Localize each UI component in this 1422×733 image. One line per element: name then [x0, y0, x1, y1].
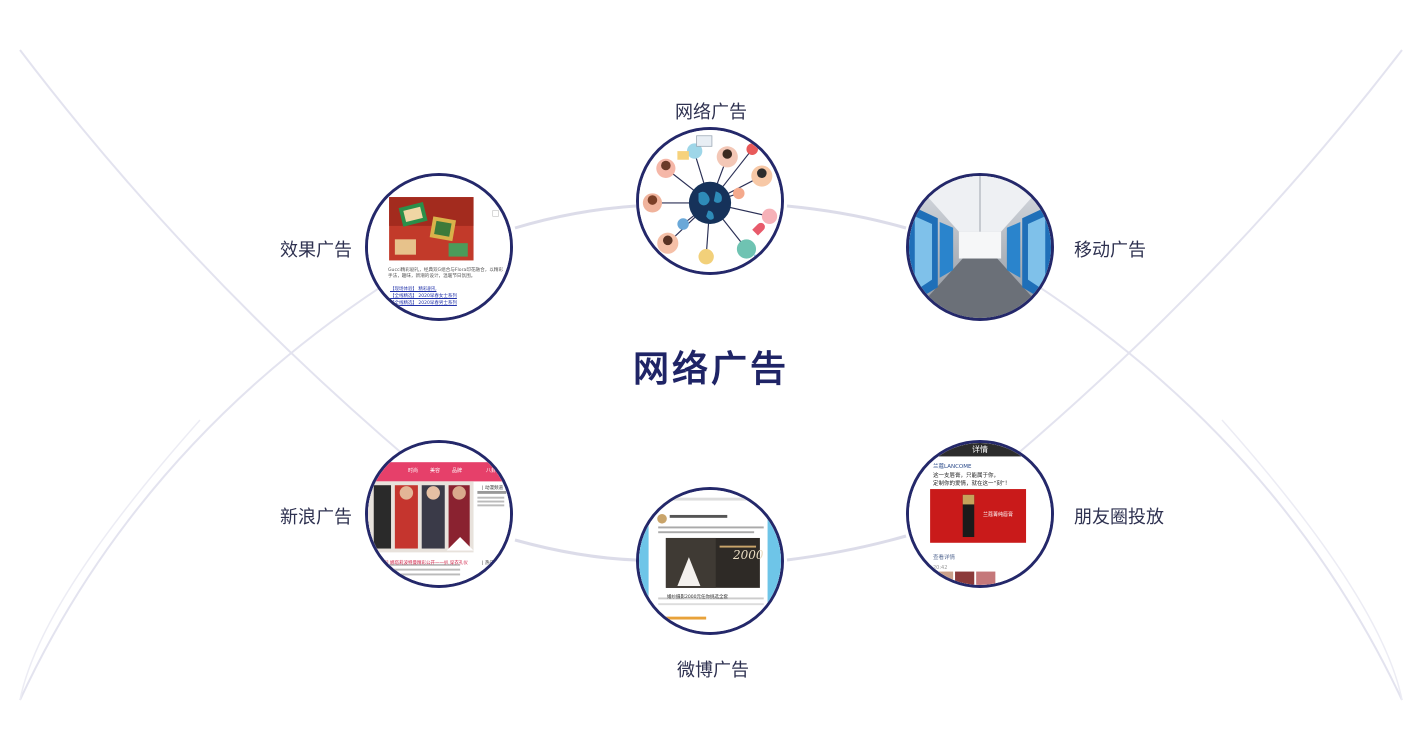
- sina-nav-brand[interactable]: 品牌: [452, 468, 463, 474]
- moments-header: 详情: [972, 445, 988, 454]
- weibo-price-tag: 2000: [733, 548, 764, 562]
- node-mobile-ads[interactable]: [906, 173, 1054, 321]
- sina-nav-beauty[interactable]: 美容: [430, 468, 441, 474]
- label-network-ads: 网络广告: [675, 102, 747, 123]
- label-sina-ads: 新浪广告: [280, 507, 352, 528]
- label-weibo-ads: 微博广告: [677, 660, 749, 681]
- moments-brand[interactable]: 兰蔻LANCOME: [933, 464, 972, 470]
- moments-product: 兰蔻菁纯唇膏: [983, 512, 1014, 518]
- weibo-post-image: [639, 490, 781, 632]
- node-performance-ads[interactable]: Gucci精彩剧礼，经典双G组合与Flora印花融合，以精彩手法，趣味，新潮的设…: [365, 173, 513, 321]
- sina-nav-fashion[interactable]: 时尚: [408, 468, 419, 474]
- gucci-caption: Gucci精彩剧礼，经典双G组合与Flora印花融合，以精彩手法，趣味，新潮的设…: [388, 268, 504, 279]
- subway-car-image: [909, 176, 1051, 318]
- hub-title: 网络广告: [632, 349, 789, 390]
- label-performance-ads: 效果广告: [280, 240, 352, 261]
- node-sina-ads[interactable]: 时尚 美容 品牌 八卦 | 动漫频道 [追踪] 娜塔莉波特曼精彩公开一一扒 穿衣…: [365, 440, 513, 588]
- gucci-link-2[interactable]: 【全线精选】 2020早春女士系列: [390, 294, 457, 299]
- sina-fashion-image: [368, 443, 510, 585]
- gucci-ad-image: [368, 176, 510, 318]
- moments-copy-line1: 这一支唇膏，只能属于你，: [933, 473, 1000, 479]
- label-moments-ads: 朋友圈投放: [1074, 507, 1164, 528]
- sina-headline[interactable]: [追踪] 娜塔莉波特曼精彩公开一一扒 穿衣礼仪: [376, 561, 468, 566]
- label-mobile-ads: 移动广告: [1074, 240, 1146, 261]
- moments-copy-line2: 定制你的爱情，就在这一“刻”！: [933, 481, 1011, 487]
- moments-more-link[interactable]: 查看详情: [933, 555, 956, 561]
- sina-section: | 热门推荐: [482, 561, 503, 566]
- gucci-link-3[interactable]: 【全线精选】 2020早春男士系列: [390, 301, 457, 306]
- sina-side-title: | 动漫频道: [482, 486, 503, 491]
- network-people-globe-image: [639, 130, 781, 272]
- moments-time: 20:42: [933, 565, 948, 571]
- wechat-moments-image: [909, 443, 1051, 585]
- node-moments-ads[interactable]: 详情 兰蔻LANCOME 这一支唇膏，只能属于你， 定制你的爱情，就在这一“刻”…: [906, 440, 1054, 588]
- weibo-post-caption: 婚纱摄影2000元任你挑选全套: [667, 595, 728, 600]
- node-weibo-ads[interactable]: 2000 婚纱摄影2000元任你挑选全套: [636, 487, 784, 635]
- gucci-link-1[interactable]: 【现场体验】 精彩剧礼: [390, 287, 437, 292]
- node-network-ads[interactable]: [636, 127, 784, 275]
- sina-nav-gossip[interactable]: 八卦: [486, 468, 497, 474]
